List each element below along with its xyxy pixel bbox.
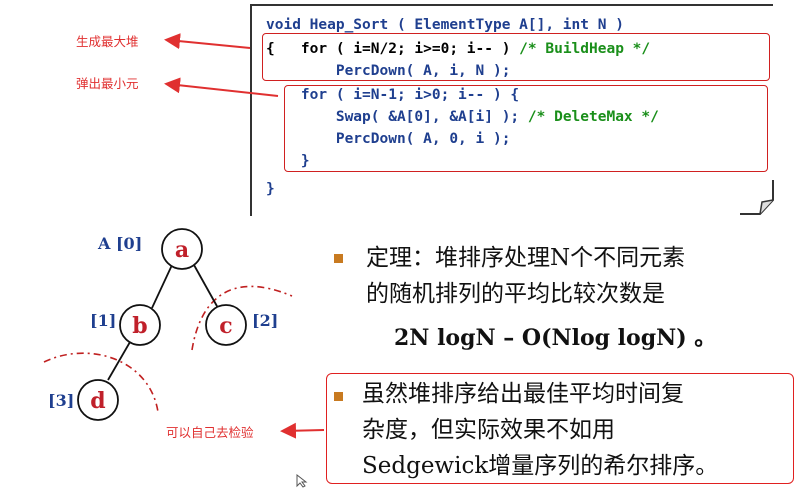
svg-text:a: a xyxy=(175,237,189,263)
theorem-line-1: 定理：堆排序处理N个不同元素 xyxy=(366,245,686,271)
page-corner-fold xyxy=(740,180,774,215)
svg-text:d: d xyxy=(90,388,105,414)
svg-text:c: c xyxy=(219,313,232,339)
comment-buildheap: /* BuildHeap */ xyxy=(519,41,651,57)
tree-node-b: b xyxy=(119,304,161,346)
code-line-8: } xyxy=(266,181,275,197)
heap-tree-diagram: a b c d A [0] [1] [2] [3] xyxy=(43,228,293,421)
dashdot-curve-left xyxy=(43,352,159,413)
edge-a-b xyxy=(151,264,173,309)
comment-deletemax: /* DeleteMax */ xyxy=(527,109,659,125)
tree-index-1: [1] xyxy=(90,311,116,330)
tree-index-0: A [0] xyxy=(97,234,142,253)
deletemax-highlight-box xyxy=(284,85,768,172)
mouse-cursor-icon xyxy=(296,474,308,488)
code-line-4: for ( i=N-1; i>0; i-- ) { xyxy=(266,87,520,103)
annotation-pop-min: 弹出最小元 xyxy=(76,76,139,91)
code-line-3: PercDown( A, i, N ); xyxy=(266,63,511,79)
theorem-line-2: 的随机排列的平均比较次数是 xyxy=(366,281,665,307)
theorem-bullet xyxy=(334,254,343,263)
annotation-build-heap: 生成最大堆 xyxy=(76,34,139,49)
note-line-2: 杂度，但实际效果不如用 xyxy=(362,417,615,443)
svg-text:b: b xyxy=(132,313,147,339)
code-line-2-text: { for ( i=N/2; i>=0; i-- ) xyxy=(266,41,520,57)
note-line-3: Sedgewick增量序列的希尔排序。 xyxy=(362,453,719,479)
tree-node-d: d xyxy=(77,379,119,421)
code-line-5: Swap( &A[0], &A[i] ); /* DeleteMax */ xyxy=(266,108,659,126)
edge-a-c xyxy=(193,264,219,309)
tree-node-c: c xyxy=(205,304,247,346)
note-line-1: 虽然堆排序给出最佳平均时间复 xyxy=(362,381,684,407)
arrow-build-heap xyxy=(164,33,251,50)
code-panel: void Heap_Sort ( ElementType A[], int N … xyxy=(250,4,773,216)
theorem-formula: 2N logN – O(Nlog logN) 。 xyxy=(394,325,717,351)
note-highlight-box xyxy=(326,373,794,484)
code-line-5-text: Swap( &A[0], &A[i] ); xyxy=(266,109,528,125)
buildheap-highlight-box xyxy=(262,33,770,81)
annotation-verify: 可以自己去检验 xyxy=(166,425,254,440)
code-line-1: void Heap_Sort ( ElementType A[], int N … xyxy=(266,17,624,33)
code-line-6: PercDown( A, 0, i ); xyxy=(266,131,511,147)
tree-index-3: [3] xyxy=(48,391,74,410)
tree-index-2: [2] xyxy=(252,311,278,330)
dashdot-curve-left2 xyxy=(165,326,181,380)
code-line-2: { for ( i=N/2; i>=0; i-- ) /* BuildHeap … xyxy=(266,40,650,58)
code-line-7: } xyxy=(266,153,310,169)
tree-node-a: a xyxy=(161,228,203,270)
note-bullet xyxy=(334,392,343,401)
arrow-verify xyxy=(280,422,325,439)
edge-b-d xyxy=(107,341,131,381)
arrow-pop-min xyxy=(164,77,279,97)
